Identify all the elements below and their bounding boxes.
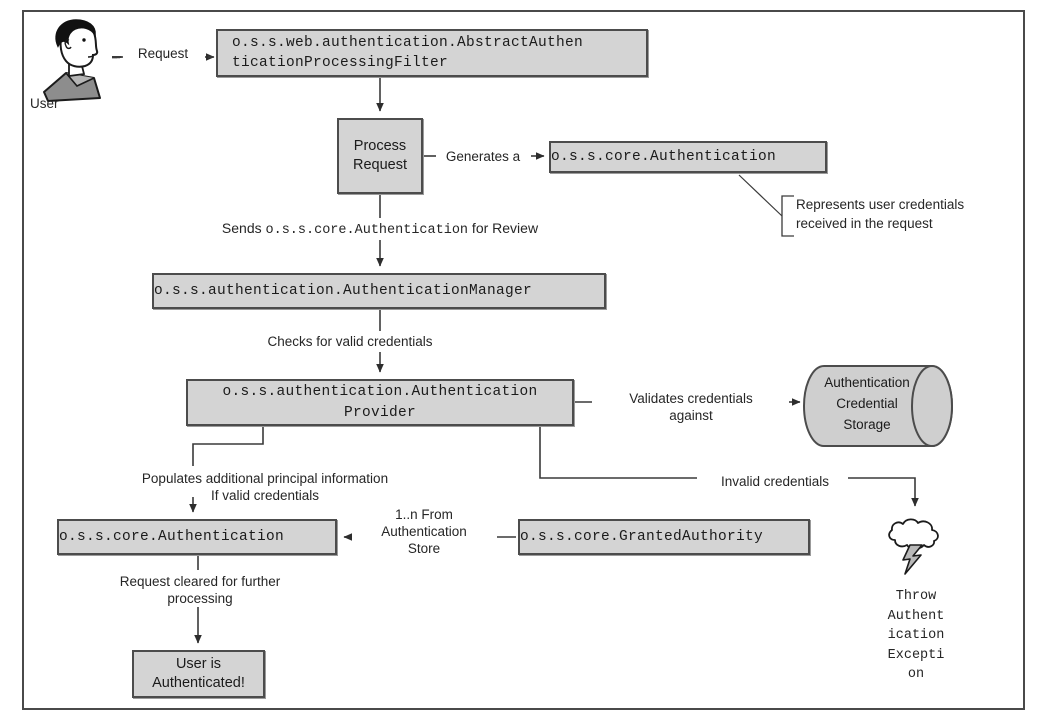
node-core-authentication-top[interactable]: o.s.s.core.Authentication bbox=[549, 141, 827, 173]
user-actor bbox=[36, 16, 122, 106]
edge-label-request: Request bbox=[137, 46, 189, 61]
sends-prefix: Sends bbox=[221, 220, 266, 236]
user-actor-label: User bbox=[30, 96, 59, 111]
node-authentication-provider[interactable]: o.s.s.authentication.Authentication Prov… bbox=[186, 379, 574, 426]
node-abstract-authentication-processing-filter[interactable]: o.s.s.web.authentication.AbstractAuthen … bbox=[216, 29, 648, 77]
node-authentication-credential-storage[interactable]: Authentication Credential Storage bbox=[802, 363, 962, 449]
node-authentication-credential-storage-label: Authentication Credential Storage bbox=[824, 375, 910, 432]
edge-label-validates-credentials-against: Validates credentials against bbox=[629, 391, 753, 423]
node-core-authentication-top-label: o.s.s.core.Authentication bbox=[551, 149, 777, 165]
diagram-frame bbox=[22, 10, 1025, 710]
node-user-authenticated[interactable]: User is Authenticated! bbox=[132, 650, 265, 698]
node-granted-authority-label: o.s.s.core.GrantedAuthority bbox=[520, 529, 764, 545]
edge-label-request-cleared: Request cleared for further processing bbox=[119, 574, 281, 606]
edge-label-generates-a: Generates a bbox=[445, 149, 521, 164]
node-core-authentication-bottom-label: o.s.s.core.Authentication bbox=[59, 529, 285, 545]
node-core-authentication-bottom[interactable]: o.s.s.core.Authentication bbox=[57, 519, 337, 555]
node-filter-label: o.s.s.web.authentication.AbstractAuthen … bbox=[232, 35, 584, 71]
node-user-authenticated-label: User is Authenticated! bbox=[152, 656, 245, 691]
node-process-request-label: Process Request bbox=[352, 138, 407, 173]
database-cylinder-icon bbox=[803, 365, 953, 447]
sends-suffix: for Review bbox=[468, 220, 539, 236]
exception-label: Throw Authent ication Excepti on bbox=[887, 589, 945, 682]
node-granted-authority[interactable]: o.s.s.core.GrantedAuthority bbox=[518, 519, 810, 555]
edge-label-sends-authentication-for-review: Sends o.s.s.core.Authentication for Revi… bbox=[130, 220, 630, 239]
cloud-lightning-icon bbox=[888, 518, 939, 575]
edge-label-checks-for-valid-credentials: Checks for valid credentials bbox=[267, 334, 433, 349]
node-authentication-manager-label: o.s.s.authentication.AuthenticationManag… bbox=[154, 283, 533, 299]
edge-label-populates-principal-information: Populates additional principal informati… bbox=[141, 471, 389, 503]
node-authentication-provider-label: o.s.s.authentication.Authentication Prov… bbox=[222, 383, 538, 421]
node-process-request[interactable]: Process Request bbox=[337, 118, 423, 194]
edge-label-one-to-n-from-authentication-store: 1..n From Authentication Store bbox=[381, 507, 467, 556]
edge-label-invalid-credentials: Invalid credentials bbox=[720, 474, 830, 489]
node-exception-cloud bbox=[879, 512, 951, 584]
node-authentication-manager[interactable]: o.s.s.authentication.AuthenticationManag… bbox=[152, 273, 606, 309]
sends-class-name: o.s.s.core.Authentication bbox=[265, 223, 469, 238]
annotation-represents-user-credentials: Represents user credentials received in … bbox=[796, 197, 965, 231]
user-avatar-icon bbox=[43, 19, 101, 102]
